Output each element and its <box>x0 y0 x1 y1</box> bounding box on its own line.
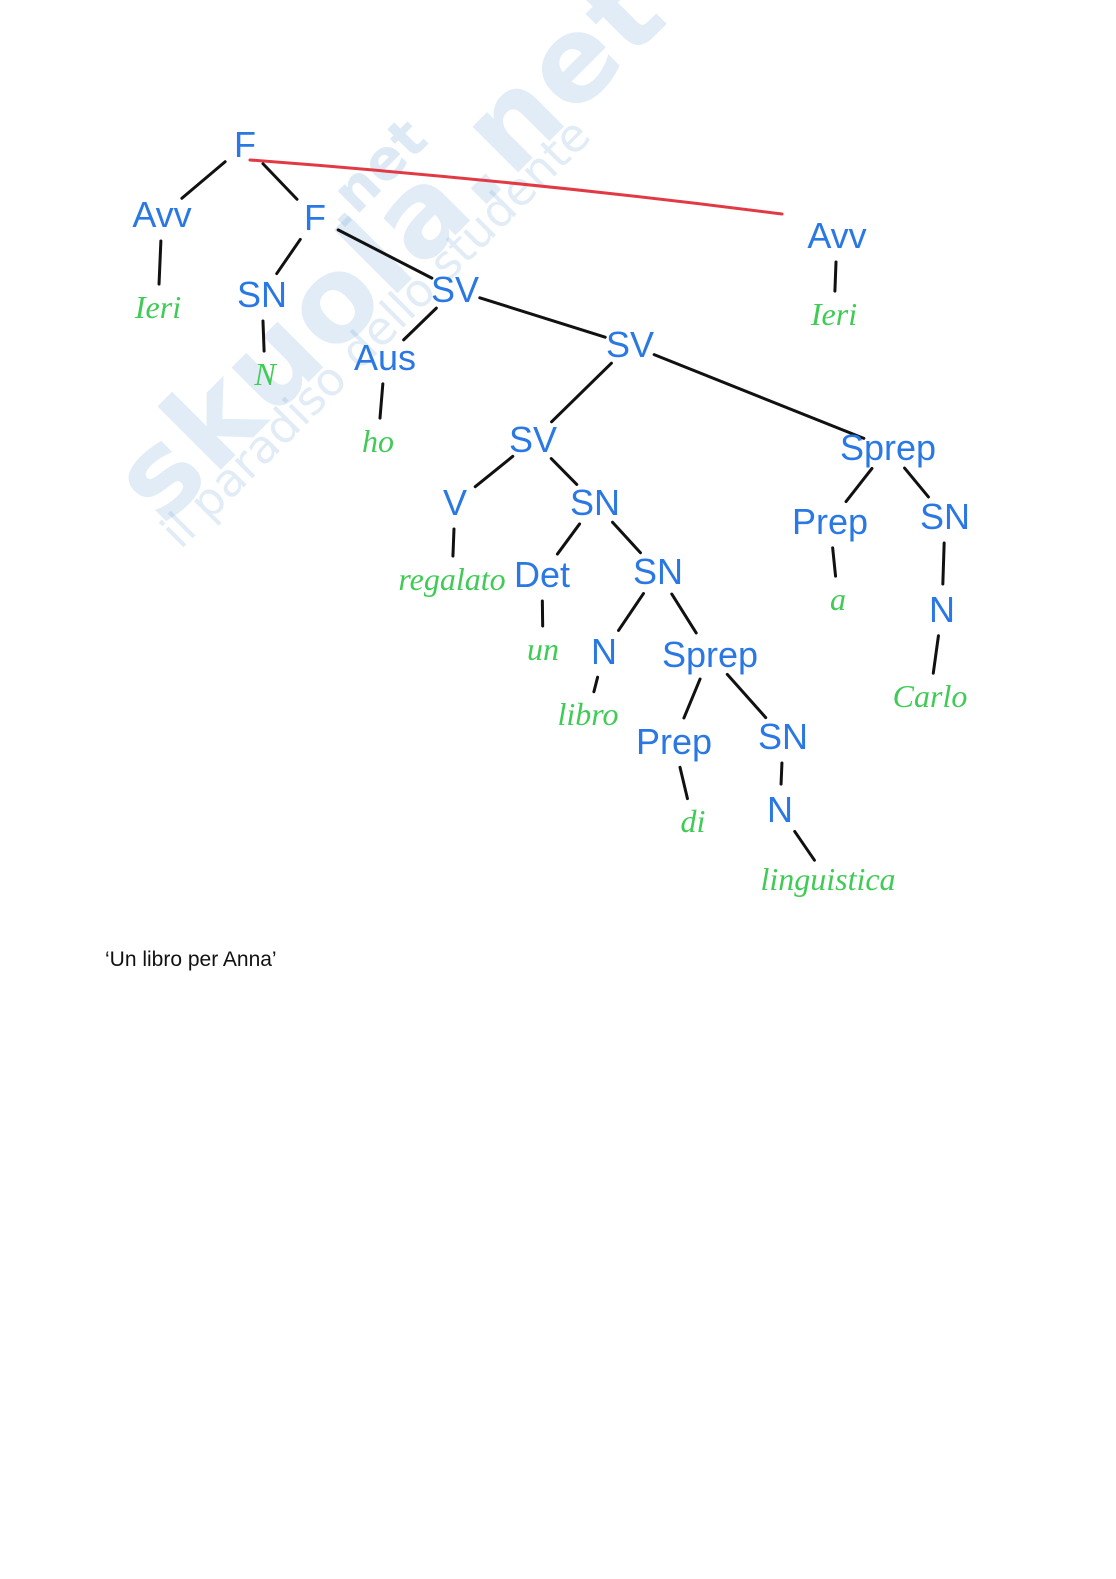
tree-edge-sn2-det <box>555 522 582 556</box>
tree-node-avv2: Avv <box>807 215 866 256</box>
tree-edge-f2-sv1 <box>336 228 434 280</box>
tree-edge-sn1-n1 <box>261 319 266 353</box>
tree-edge-sv1-sv2 <box>478 296 607 339</box>
tree-edge-sv2-sprep2 <box>652 353 866 440</box>
tree-node-sv3: SV <box>509 419 557 460</box>
caption: ‘Un libro per Anna’ <box>105 948 277 971</box>
tree-node-sn4: SN <box>758 716 808 757</box>
tree-edge-avv2-ieri2 <box>833 260 838 293</box>
tree-node-f1: F <box>234 124 256 165</box>
tree-node-sn5: SN <box>920 496 970 537</box>
tree-edge-f2-sn1 <box>275 237 302 276</box>
tree-node-det: Det <box>514 554 570 595</box>
tree-edge-sn2-sn3 <box>611 520 642 555</box>
tree-edge-prep1-di <box>678 765 689 801</box>
tree-node-ieri1: Ieri <box>134 289 181 325</box>
tree-node-un: un <box>527 631 559 667</box>
tree-node-avv1: Avv <box>132 194 191 235</box>
tree-node-carlo: Carlo <box>893 678 968 714</box>
movement-edge <box>248 158 784 216</box>
tree-node-sn2: SN <box>570 482 620 523</box>
tree-edge-sprep1-sn4 <box>725 672 768 720</box>
tree-node-aus: Aus <box>354 337 416 378</box>
tree-node-a: a <box>830 581 846 617</box>
tree-edge-n4-carlo <box>931 634 940 675</box>
tree-node-n2: N <box>591 631 617 672</box>
tree-edge-sprep2-prep2 <box>844 466 874 504</box>
tree-edge-sn3-n2 <box>617 592 645 632</box>
tree-node-sn3: SN <box>633 551 683 592</box>
tree-edge-v-regalato <box>451 527 456 558</box>
tree-edges <box>157 158 946 862</box>
tree-node-v: V <box>443 482 467 523</box>
tree-node-libro: libro <box>557 696 618 732</box>
tree-node-prep2: Prep <box>792 501 868 542</box>
tree-node-prep1: Prep <box>636 721 712 762</box>
tree-edge-prep2-a <box>831 546 838 578</box>
tree-edge-sn5-n4 <box>941 541 946 586</box>
tree-edge-sprep1-prep1 <box>682 677 702 720</box>
tree-node-sv1: SV <box>431 269 479 310</box>
tree-edge-f1-f2 <box>261 162 299 201</box>
tree-edge-avv1-ieri1 <box>157 239 163 286</box>
tree-node-ieri2: Ieri <box>810 296 857 332</box>
tree-edge-aus-ho <box>378 382 385 420</box>
tree-node-linguistica: linguistica <box>760 861 895 897</box>
tree-edge-sv3-sn2 <box>549 457 579 486</box>
tree-node-sprep2: Sprep <box>840 427 936 468</box>
tree-node-di: di <box>681 803 706 839</box>
tree-edge-sn3-sprep1 <box>670 592 698 635</box>
tree-node-sprep1: Sprep <box>662 634 758 675</box>
tree-node-n3: N <box>767 789 793 830</box>
tree-edge-n3-linguistica <box>793 829 816 862</box>
tree-edge-sv2-sv3 <box>550 361 613 424</box>
tree-node-ho: ho <box>362 423 394 459</box>
tree-edge-n2-libro <box>592 675 600 694</box>
tree-edge-sv1-aus <box>402 306 438 342</box>
tree-node-sv2: SV <box>606 324 654 365</box>
tree-edge-f1-avv1 <box>180 160 227 200</box>
tree-node-regalato: regalato <box>398 561 505 597</box>
tree-node-n4: N <box>929 589 955 630</box>
tree-node-f2: F <box>304 197 326 238</box>
tree-edge-sv3-v <box>473 454 515 489</box>
tree-nodes: FAvvIeriFSNNSVAushoSVSVVregalatoSNDetunS… <box>132 124 970 897</box>
tree-edge-sprep2-sn5 <box>903 466 930 499</box>
tree-edge-sn4-n3 <box>779 761 784 786</box>
tree-node-n1: N <box>253 356 277 392</box>
tree-node-sn1: SN <box>237 274 287 315</box>
